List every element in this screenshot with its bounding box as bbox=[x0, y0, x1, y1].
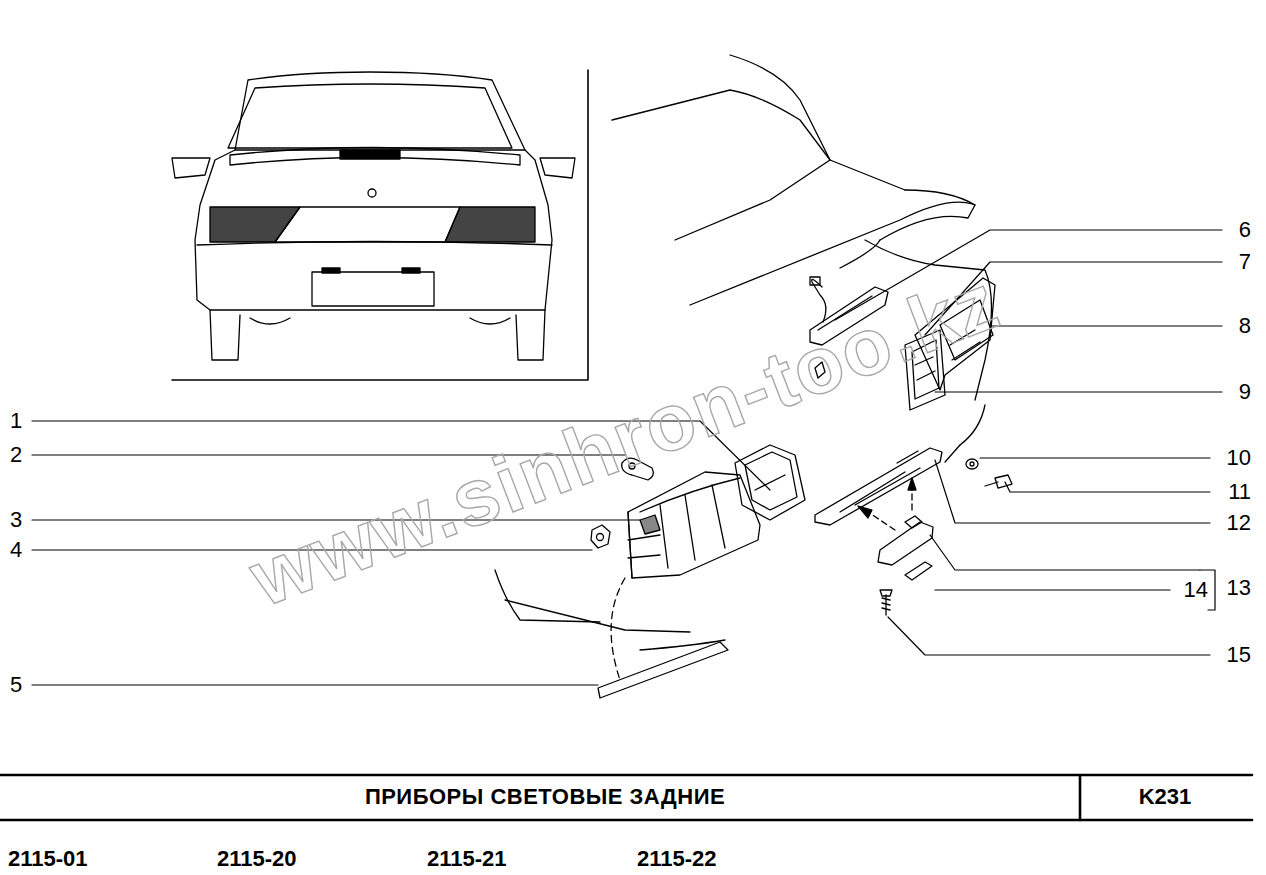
callout-number: 9 bbox=[1239, 379, 1251, 404]
title-frame bbox=[0, 775, 1252, 820]
callout-number: 10 bbox=[1227, 445, 1251, 470]
nut bbox=[591, 525, 610, 548]
callout-number: 13 bbox=[1227, 577, 1251, 599]
callout-number: 11 bbox=[1228, 479, 1251, 504]
callout-number: 3 bbox=[10, 509, 22, 531]
callout-number: 7 bbox=[1239, 251, 1251, 273]
callout-number: 12 bbox=[1227, 512, 1251, 534]
callout-number: 14 bbox=[1184, 579, 1208, 601]
code-label: 2115-21 bbox=[427, 846, 507, 871]
callout-number: 7 bbox=[1239, 249, 1251, 274]
callout-number: 5 bbox=[10, 674, 22, 696]
leader-lines bbox=[32, 230, 1222, 685]
code-text: 2115-01 bbox=[8, 848, 88, 870]
callout-number: 15 bbox=[1227, 642, 1251, 667]
code-label: K231 bbox=[1139, 784, 1192, 809]
callout-number: 6 bbox=[1239, 219, 1251, 241]
watermark: www.sinhron-too.kz bbox=[239, 256, 1011, 623]
car-rear-view bbox=[172, 72, 575, 360]
callout-number: 14 bbox=[1184, 577, 1208, 602]
lamp-lens bbox=[735, 445, 805, 520]
code-label: 2115-22 bbox=[637, 846, 717, 871]
callout-number: 4 bbox=[10, 539, 22, 561]
title-box: ПРИБОРЫ СВЕТОВЫЕ ЗАДНИЕ bbox=[365, 784, 725, 810]
callout-number: 5 bbox=[10, 672, 22, 697]
callout-number: 15 bbox=[1227, 644, 1251, 666]
tail-lamp bbox=[628, 472, 760, 578]
callout-number: 2 bbox=[10, 444, 22, 466]
code-text: 2115-20 bbox=[217, 848, 297, 870]
fasteners bbox=[880, 459, 1012, 615]
code-text: 2115-22 bbox=[637, 848, 717, 870]
callout-number: 4 bbox=[10, 537, 22, 562]
licence-lamp bbox=[858, 478, 933, 580]
callout-number: 8 bbox=[1239, 315, 1251, 337]
callout-number: 10 bbox=[1227, 447, 1251, 469]
callout-number: 2 bbox=[10, 442, 22, 467]
callout-number: 1 bbox=[10, 410, 22, 432]
callout-number: 13 bbox=[1227, 575, 1251, 600]
code-text: K231 bbox=[1139, 786, 1192, 808]
code-label: 2115-20 bbox=[217, 846, 297, 871]
callout-number: 11 bbox=[1228, 481, 1251, 503]
code-text: 2115-21 bbox=[427, 848, 507, 870]
callout-number: 3 bbox=[10, 507, 22, 532]
callout-number: 12 bbox=[1227, 510, 1251, 535]
callout-number: 1 bbox=[10, 408, 22, 433]
callout-number: 9 bbox=[1239, 381, 1251, 403]
sheet-title: ПРИБОРЫ СВЕТОВЫЕ ЗАДНИЕ bbox=[365, 784, 725, 809]
callout-number: 8 bbox=[1239, 313, 1251, 338]
code-label: 2115-01 bbox=[8, 846, 88, 871]
callout-number: 6 bbox=[1239, 217, 1251, 242]
moulding-strip bbox=[598, 642, 728, 698]
licence-strip bbox=[815, 448, 942, 525]
